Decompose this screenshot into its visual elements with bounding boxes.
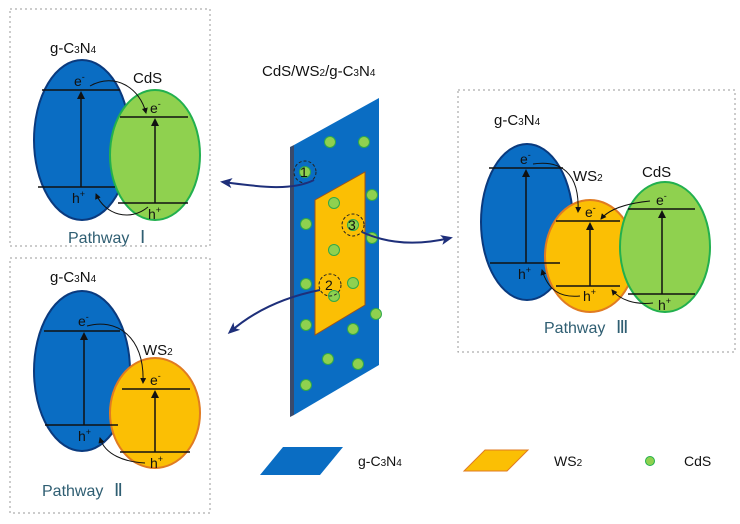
electron-transfer-arrow <box>86 323 147 384</box>
panel-border <box>9 8 211 247</box>
cds-particle <box>300 218 312 230</box>
cds-hole: h+ <box>148 205 161 222</box>
electron-transfer-arrow-cds-to-ws2 <box>600 200 651 220</box>
pathway-numeral: Ⅰ <box>140 227 145 247</box>
ws2-sheet <box>314 171 366 336</box>
g-c3n4-hole: h+ <box>518 265 531 282</box>
label-g-c3n4: g-C3N4 <box>494 112 541 129</box>
ws2-hole: h+ <box>583 287 596 304</box>
cds-particle <box>299 166 311 178</box>
cds-particle <box>358 136 370 148</box>
legend-ws2-label: WS2 <box>554 453 583 469</box>
cds-particle <box>370 308 382 320</box>
site-2-label: 2 <box>325 277 333 293</box>
cds-electron: e- <box>656 191 667 208</box>
label-ws2: WS2 <box>573 168 603 185</box>
cds-particle <box>328 197 340 209</box>
site-2-circle <box>318 273 342 297</box>
g-c3n4-electron: e- <box>74 72 85 89</box>
cds-particle <box>347 323 359 335</box>
pathway-numeral: Ⅱ <box>114 480 123 500</box>
g-c3n4-electron: e- <box>520 150 531 167</box>
panel-border <box>9 257 211 514</box>
g-c3n4-hole: h+ <box>72 189 85 206</box>
pathway-label: Pathway <box>42 483 103 500</box>
cds-electron: e- <box>150 99 161 116</box>
site-1-label: 1 <box>300 164 308 180</box>
panel-pathway-1: g-C3N4 CdS e- h+ e- h+ Pathway Ⅰ <box>9 8 211 247</box>
label-cds: CdS <box>133 70 162 87</box>
legend-g-c3n4-swatch <box>260 447 343 475</box>
label-ws2: WS2 <box>143 342 173 359</box>
pathway-numeral: Ⅲ <box>616 317 628 337</box>
composite-title: CdS/WS2/g-C3N4 <box>262 63 376 80</box>
cds-particle <box>366 189 378 201</box>
cds-particle <box>347 277 359 289</box>
panel-pathway-2: g-C3N4 WS2 e- h+ e- h+ Pathway Ⅱ <box>9 257 211 514</box>
electron-transfer-arrow <box>89 80 148 114</box>
arrow-to-pathway-1 <box>220 178 315 189</box>
cds-particle <box>328 244 340 256</box>
legend-cds-dot <box>645 456 655 466</box>
hole-transfer-arrow-ws2-to-gcn <box>540 269 581 297</box>
cds-hole: h+ <box>658 296 671 313</box>
g-c3n4-electron: e- <box>78 312 89 329</box>
ws2-electron: e- <box>585 203 596 220</box>
pathway-label: Pathway <box>544 320 605 337</box>
cds-particle <box>322 353 334 365</box>
site-3-circle <box>341 213 365 237</box>
electron-transfer-arrow-gcn-to-ws2 <box>532 162 582 213</box>
cds-particle <box>300 379 312 391</box>
hole-transfer-arrow <box>98 437 146 464</box>
label-g-c3n4: g-C3N4 <box>50 269 97 286</box>
g-c3n4-hole: h+ <box>78 427 91 444</box>
cds-particles <box>299 136 382 391</box>
cds-particle <box>300 278 312 290</box>
hole-transfer-arrow <box>95 193 149 216</box>
cds-band-ellipse <box>619 181 711 313</box>
g-c3n4-sheet-edge <box>290 145 294 417</box>
cds-particle <box>300 319 312 331</box>
arrow-to-pathway-2 <box>227 289 321 334</box>
legend-ws2-swatch <box>462 449 530 472</box>
ws2-hole: h+ <box>150 454 163 471</box>
legend-cds-label: CdS <box>684 453 711 469</box>
hole-transfer-arrow-cds-to-ws2 <box>611 289 654 304</box>
pathway-label: Pathway <box>68 230 129 247</box>
panel-pathway-3: g-C3N4 WS2 CdS e- h+ e- h+ e- h+ Pathway… <box>457 89 736 353</box>
legend: g-C3N4 WS2 CdS <box>260 447 711 475</box>
panel-border <box>457 89 736 353</box>
legend-g-c3n4-label: g-C3N4 <box>358 453 402 469</box>
cds-particle <box>352 358 364 370</box>
label-cds: CdS <box>642 164 671 181</box>
label-g-c3n4: g-C3N4 <box>50 40 97 57</box>
arrow-to-pathway-3 <box>361 231 453 245</box>
composite-center: CdS/WS2/g-C3N4 1 2 3 <box>220 63 453 417</box>
ws2-electron: e- <box>150 371 161 388</box>
cds-particle <box>347 219 359 231</box>
site-3-label: 3 <box>348 217 356 233</box>
cds-particle <box>328 290 340 302</box>
cds-particle <box>324 136 336 148</box>
